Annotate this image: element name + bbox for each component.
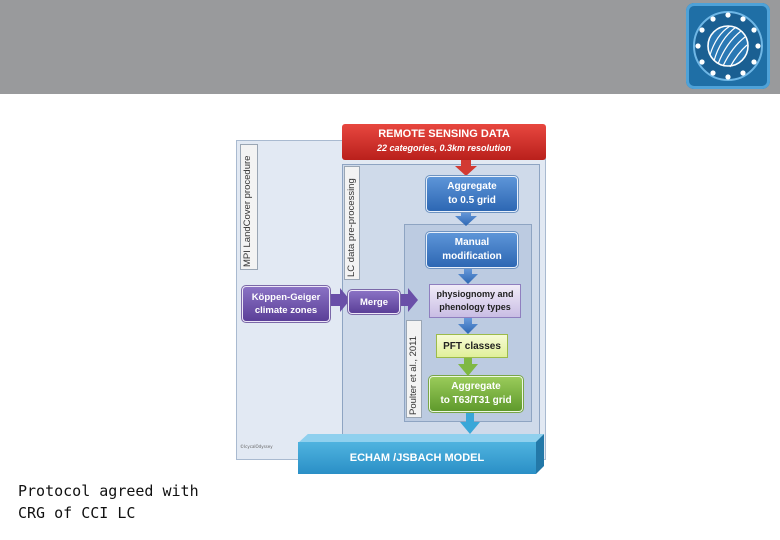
echam-label: ECHAM /JSBACH MODEL <box>298 442 536 474</box>
landcover-flow-diagram: MPI LandCover procedure LC data pre-proc… <box>236 124 548 474</box>
manual-mod-line1: Manual <box>454 237 490 248</box>
arrow-blue-1 <box>455 210 477 226</box>
aggregate-05-line2: to 0.5 grid <box>448 195 496 206</box>
arrow-red <box>455 160 477 176</box>
aggregate-05-box: Aggregate to 0.5 grid <box>425 175 519 213</box>
arrow-purple-2 <box>398 288 418 312</box>
merge-box: Merge <box>347 289 401 315</box>
manual-modification-box: Manual modification <box>425 231 519 269</box>
image-credit: ©IcycalOdyssey <box>240 444 273 449</box>
arrow-purple-1 <box>330 288 350 312</box>
echam-model-box: ECHAM /JSBACH MODEL <box>298 434 544 474</box>
remote-sensing-box: REMOTE SENSING DATA 22 categories, 0.3km… <box>342 124 546 160</box>
aggregate-t63-box: Aggregate to T63/T31 grid <box>428 375 524 413</box>
flow-arrows <box>330 160 480 434</box>
koppen-geiger-box: Köppen-Geiger climate zones <box>241 285 331 323</box>
poulter-label-box: Poulter et al., 2011 <box>406 320 422 418</box>
outer-label-box: MPI LandCover procedure <box>240 144 258 270</box>
preprocessing-label-box: LC data pre-processing <box>344 166 360 280</box>
header-banner <box>0 0 780 94</box>
koppen-line1: Köppen-Geiger <box>251 292 321 303</box>
caption-line2: CRG of CCI LC <box>18 504 136 522</box>
caption-text: Protocol agreed with CRG of CCI LC <box>18 480 199 524</box>
merge-label: Merge <box>360 296 388 308</box>
aggregate-05-line1: Aggregate <box>447 181 497 192</box>
koppen-line2: climate zones <box>254 305 318 316</box>
caption-line1: Protocol agreed with <box>18 482 199 500</box>
physiognomy-box: physiognomy and phenology types <box>429 284 521 318</box>
aggregate-t63-line1: Aggregate <box>451 381 501 392</box>
pft-classes-box: PFT classes <box>436 334 508 358</box>
manual-mod-line2: modification <box>442 251 502 262</box>
echam-side-face <box>536 434 544 474</box>
arrow-blue-2 <box>458 266 478 284</box>
arrow-teal <box>460 412 480 434</box>
echam-top-face <box>298 434 544 443</box>
globe-ring-logo-icon <box>686 3 770 89</box>
physio-line1: physiognomy and <box>436 289 514 299</box>
aggregate-t63-line2: to T63/T31 grid <box>440 395 512 406</box>
remote-sensing-subtitle: 22 categories, 0.3km resolution <box>376 143 512 153</box>
arrow-green <box>458 356 478 376</box>
physio-line2: phenology types <box>439 302 511 312</box>
remote-sensing-title: REMOTE SENSING DATA <box>378 128 510 140</box>
arrow-blue-3 <box>458 316 478 334</box>
pft-label: PFT classes <box>443 340 501 352</box>
